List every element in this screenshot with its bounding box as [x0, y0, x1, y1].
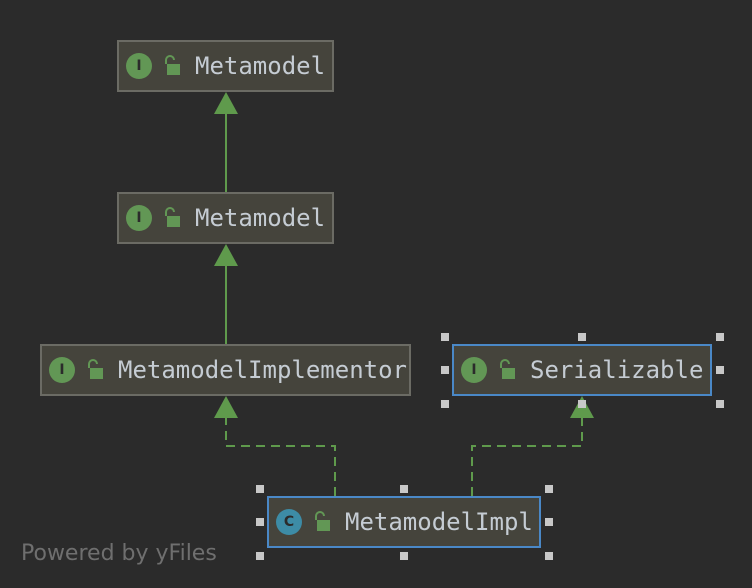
edge-implements-metamodel-impl-to-metamodel-implementor[interactable]	[214, 396, 336, 496]
resize-handle[interactable]	[545, 552, 553, 560]
yfiles-watermark: Powered by yFiles	[21, 541, 217, 566]
resize-handle[interactable]	[400, 552, 408, 560]
open-lock-icon	[88, 359, 103, 379]
open-lock-icon	[500, 359, 515, 379]
resize-handle[interactable]	[441, 366, 449, 374]
node-metamodel-mid[interactable]: I Metamodel	[117, 192, 334, 244]
node-serializable[interactable]: I Serializable	[452, 344, 712, 396]
node-label: Serializable	[530, 356, 704, 384]
resize-handle[interactable]	[545, 485, 553, 493]
edge-implements-metamodel-impl-to-serializable[interactable]	[471, 396, 594, 496]
edge-extends-metamodel-mid-to-metamodel-top[interactable]	[214, 92, 238, 192]
edge-extends-metamodel-implementor-to-metamodel-mid[interactable]	[214, 244, 238, 344]
resize-handle[interactable]	[578, 400, 586, 408]
open-lock-icon	[315, 511, 330, 531]
node-label: Metamodel	[195, 204, 326, 232]
resize-handle[interactable]	[256, 518, 264, 526]
resize-handle[interactable]	[256, 485, 264, 493]
interface-icon: I	[126, 53, 152, 79]
node-metamodel-implementor[interactable]: I MetamodelImplementor	[40, 344, 411, 396]
resize-handle[interactable]	[545, 518, 553, 526]
open-lock-icon	[165, 55, 180, 75]
resize-handle[interactable]	[441, 400, 449, 408]
resize-handle[interactable]	[400, 485, 408, 493]
resize-handle[interactable]	[441, 333, 449, 341]
edge-layer	[214, 92, 594, 496]
class-icon: C	[276, 509, 302, 535]
interface-icon: I	[49, 357, 75, 383]
arrowhead-icon	[214, 396, 238, 418]
node-label: MetamodelImpl	[345, 508, 533, 536]
node-label: Metamodel	[195, 52, 326, 80]
node-metamodel-impl[interactable]: C MetamodelImpl	[267, 496, 541, 548]
open-lock-icon	[165, 207, 180, 227]
arrowhead-icon	[214, 244, 238, 266]
resize-handle[interactable]	[716, 366, 724, 374]
arrowhead-icon	[214, 92, 238, 114]
node-label: MetamodelImplementor	[118, 356, 407, 384]
interface-icon: I	[126, 205, 152, 231]
resize-handle[interactable]	[716, 400, 724, 408]
node-metamodel-top[interactable]: I Metamodel	[117, 40, 334, 92]
resize-handle[interactable]	[716, 333, 724, 341]
resize-handle[interactable]	[578, 333, 586, 341]
interface-icon: I	[461, 357, 487, 383]
resize-handle[interactable]	[256, 552, 264, 560]
